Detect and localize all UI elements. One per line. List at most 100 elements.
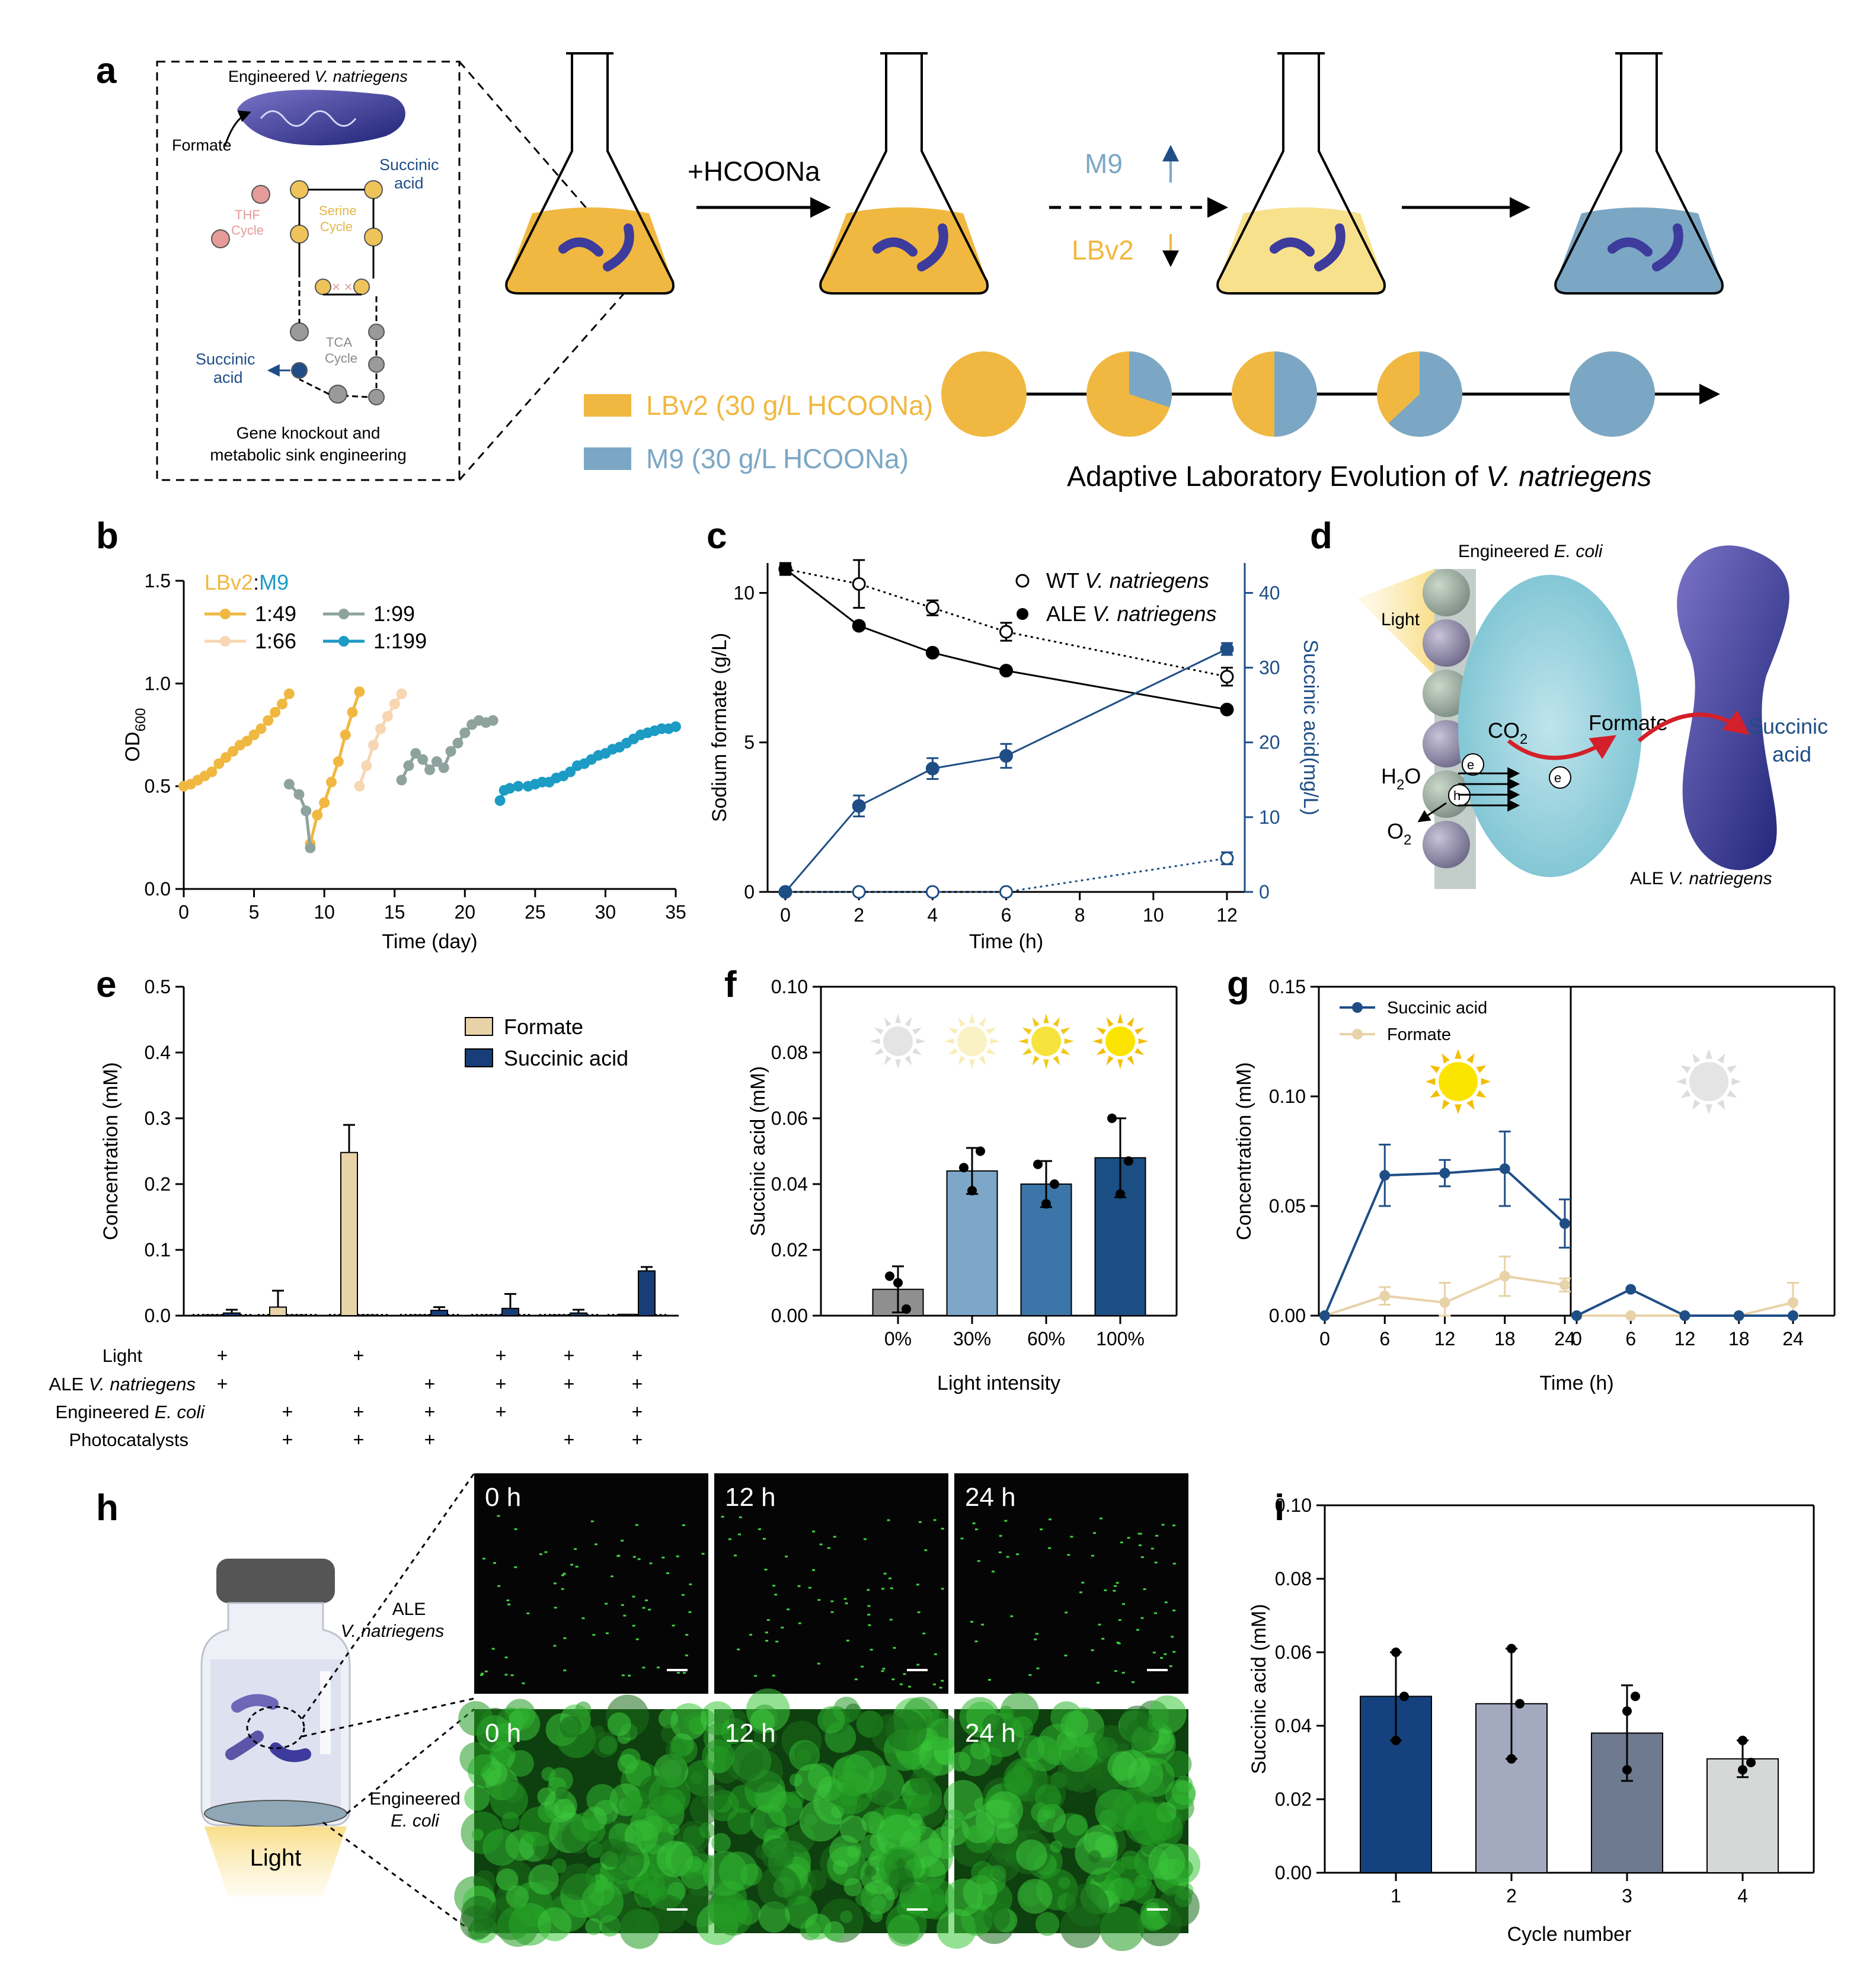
- e-sign: +: [496, 1401, 507, 1422]
- e-sign: +: [424, 1373, 436, 1394]
- e-bar-formate: [204, 1314, 222, 1316]
- c-point: [852, 885, 866, 899]
- sun-ray: [1455, 1104, 1462, 1114]
- i-xtick-label: 1: [1391, 1885, 1401, 1907]
- c-xtick-label: 10: [1143, 904, 1164, 926]
- c-xtick-label: 8: [1075, 904, 1085, 926]
- legend-1-66: 1:66: [255, 629, 296, 653]
- micrograph-cluster: [1158, 1886, 1200, 1927]
- dna-helix: [260, 110, 357, 127]
- b-xtick-label: 0: [178, 901, 189, 923]
- micrograph-cell: [1010, 1615, 1014, 1617]
- micrograph-cluster: [506, 1885, 529, 1909]
- sun-disc: [1689, 1062, 1728, 1101]
- g-xtick-label: 0: [1571, 1328, 1582, 1349]
- b-point: [382, 711, 393, 722]
- sun-ray: [1134, 1048, 1145, 1055]
- c-xtick-label: 12: [1216, 904, 1238, 926]
- micrograph-cluster: [799, 1799, 842, 1842]
- micrograph-cell: [765, 1640, 769, 1642]
- micrograph-cell: [819, 1543, 823, 1546]
- b-point: [354, 686, 365, 698]
- d-light-beam: [1357, 569, 1434, 676]
- micrograph-cell: [981, 1623, 985, 1626]
- b-point: [452, 737, 464, 749]
- b-series-1-99: [288, 783, 312, 848]
- m9-label: M9: [1085, 148, 1123, 179]
- micrograph-cell: [482, 1557, 485, 1560]
- g-point: [1559, 1218, 1570, 1229]
- micrograph-cell: [672, 1624, 675, 1627]
- h-light-label: Light: [250, 1845, 302, 1871]
- c-point: [1220, 642, 1234, 656]
- d-sphere-6: [1423, 821, 1470, 868]
- micrograph-cell: [960, 1537, 964, 1540]
- c-point: [925, 601, 939, 615]
- sun-ray: [1692, 1099, 1701, 1110]
- panel-label-a: a: [96, 50, 117, 91]
- micrograph-cell: [882, 1668, 886, 1670]
- micrograph-cell: [1155, 1534, 1159, 1537]
- b-ytick-label: 0.0: [145, 878, 171, 900]
- g-ytick-label: 0.05: [1269, 1195, 1306, 1217]
- c-xtick-label: 2: [854, 904, 864, 926]
- flask-1: [505, 52, 675, 295]
- f-light-icons: [870, 1013, 1148, 1069]
- micrograph-cluster: [496, 1868, 519, 1891]
- micrograph-cluster: [843, 1877, 862, 1896]
- micrograph-cell: [1171, 1636, 1174, 1638]
- flask-4: [1554, 52, 1724, 295]
- i-ytick-label: 0.10: [1275, 1495, 1312, 1516]
- knockout-mark: × ×: [332, 279, 353, 295]
- c-ylabel-right: Succinic acid(mg/L): [1299, 639, 1322, 815]
- micrograph-cell: [1116, 1582, 1119, 1584]
- sun-ray: [1043, 1013, 1049, 1023]
- micrograph-cluster: [832, 1754, 874, 1796]
- micrograph-cell: [685, 1654, 688, 1656]
- micrograph-cluster: [714, 1898, 753, 1936]
- g-sun-icon-on: [1426, 1049, 1491, 1114]
- i-point: [1631, 1691, 1640, 1701]
- micrograph-cell: [1169, 1665, 1172, 1667]
- micrograph-cell: [522, 1682, 525, 1684]
- zoom-line-bottom: [458, 278, 638, 481]
- e-row-light: Light: [103, 1345, 143, 1366]
- micrograph-cell: [553, 1645, 557, 1647]
- tca-node-6: [328, 385, 347, 404]
- micrograph-cell: [1064, 1654, 1068, 1656]
- b-xtick-label: 5: [249, 901, 260, 923]
- micrograph-cell: [870, 1649, 873, 1651]
- sun-ray: [1117, 1059, 1123, 1069]
- micrograph-cell: [987, 1679, 991, 1681]
- sun-ray: [1442, 1053, 1450, 1064]
- micrograph-cluster: [958, 1743, 992, 1777]
- e-sign: +: [496, 1345, 507, 1366]
- e-bar-formate: [340, 1151, 358, 1316]
- g-xtick-label: 12: [1674, 1328, 1696, 1349]
- e-sign: +: [353, 1345, 365, 1366]
- micrograph-cell: [772, 1674, 775, 1677]
- f-ytick-label: 0.10: [771, 976, 808, 997]
- f-point: [1107, 1114, 1117, 1123]
- micrograph-cell: [1004, 1520, 1008, 1522]
- lbv2-label: LBv2: [1072, 235, 1134, 266]
- sun-ray: [1022, 1027, 1032, 1035]
- micrograph-cell: [1154, 1562, 1158, 1564]
- micrograph-cell: [934, 1653, 937, 1655]
- micrograph-cell: [632, 1595, 635, 1598]
- b-point: [396, 688, 407, 699]
- micrograph-time-label: 0 h: [485, 1719, 521, 1748]
- micrograph-cell: [883, 1572, 887, 1575]
- micrograph-cluster: [711, 1832, 731, 1853]
- micrograph-ale-12h: [714, 1473, 948, 1694]
- h-bottle-cap: [216, 1559, 335, 1603]
- sun-ray: [1442, 1099, 1450, 1110]
- tca-edges: [298, 243, 378, 398]
- g-ylabel: Concentration (mM): [1233, 1062, 1255, 1240]
- c-ytick-label: 10: [733, 582, 755, 603]
- sun-ray: [1692, 1053, 1701, 1064]
- f-point: [1116, 1189, 1125, 1199]
- micrograph-cluster: [471, 1828, 484, 1841]
